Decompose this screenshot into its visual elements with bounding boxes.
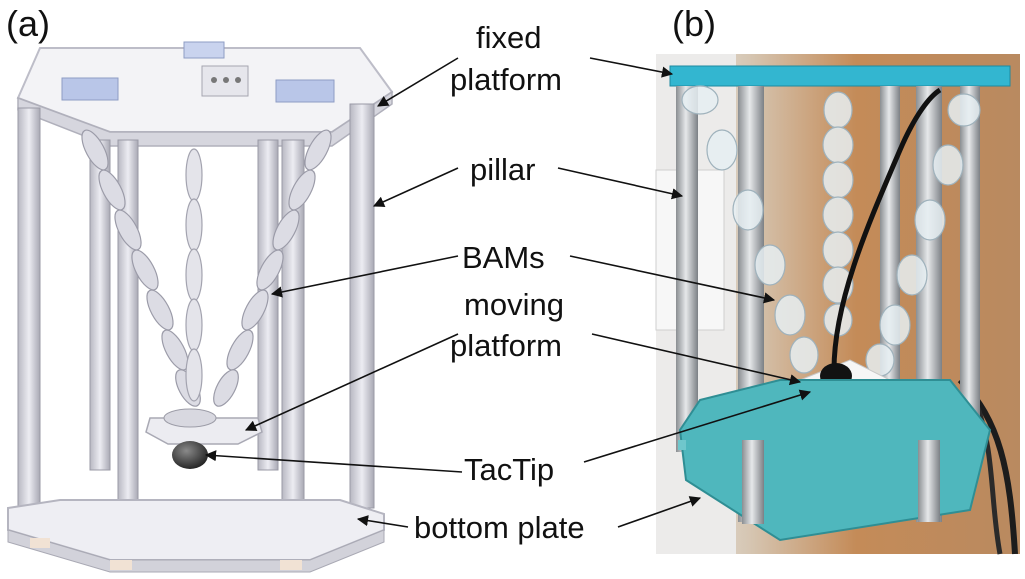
arrow-bottom-to-cad <box>356 515 409 528</box>
photo-pillar <box>676 86 698 452</box>
label-fixed-line2: platform <box>450 62 562 97</box>
arrow-fixed-to-cad <box>377 57 459 107</box>
panel-label-a: (a) <box>6 3 50 44</box>
leader-arrows <box>204 57 812 528</box>
label-moving-line2: platform <box>450 328 562 363</box>
arrow-bams-to-cad <box>270 255 459 298</box>
cad-tactip <box>172 441 208 469</box>
arrow-tactip-to-photo <box>583 389 812 463</box>
cad-mount-block <box>61 77 119 101</box>
panel-label-b: (b) <box>672 3 716 44</box>
label-tactip: TacTip <box>464 452 554 487</box>
arrow-moving-to-photo <box>591 333 802 386</box>
cad-bam-center <box>185 148 203 402</box>
photo-pillar <box>960 86 980 432</box>
cad-mount-block <box>275 79 335 103</box>
arrow-moving-to-cad <box>244 333 459 431</box>
arrow-bottom-to-photo <box>617 496 702 528</box>
cad-pillar <box>17 107 41 509</box>
arrow-bams-to-photo <box>569 255 776 304</box>
arrow-tactip-to-cad <box>204 450 463 473</box>
label-moving-line1: moving <box>464 287 564 322</box>
cad-model-illustration <box>7 41 394 573</box>
arrow-pillar-to-photo <box>557 167 684 200</box>
label-bams: BAMs <box>462 240 545 275</box>
label-bottom-plate: bottom plate <box>414 510 585 545</box>
cad-mount-block <box>183 41 225 59</box>
cad-pillar <box>349 103 375 509</box>
photo-fixed-platform <box>669 65 1011 87</box>
cad-bam-right <box>213 129 332 407</box>
arrow-pillar-to-cad <box>372 167 459 207</box>
prototype-photo <box>655 54 1020 555</box>
label-fixed-line1: fixed <box>476 20 541 55</box>
label-pillar: pillar <box>470 152 535 187</box>
arrow-fixed-to-photo <box>589 57 674 78</box>
